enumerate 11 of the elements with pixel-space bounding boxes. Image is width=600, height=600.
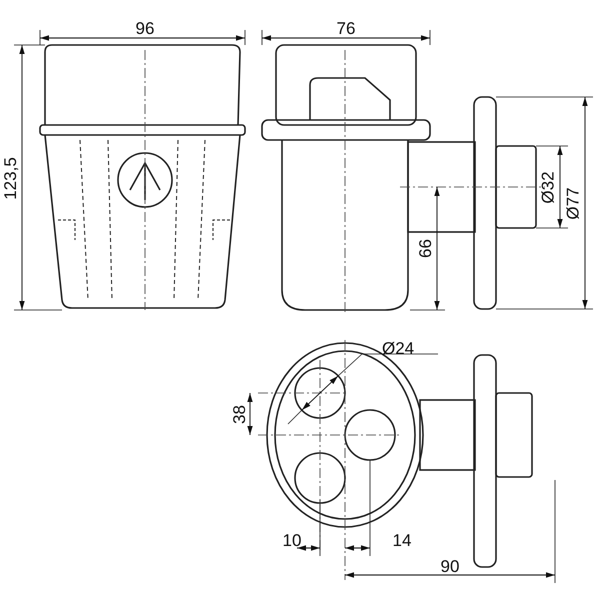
dimension-label: Ø77: [564, 186, 582, 220]
dimension-label: 14: [392, 532, 412, 548]
dimension-label: 66: [416, 238, 434, 258]
dimension-label: 123,5: [1, 156, 18, 200]
dimension-label: 38: [230, 404, 248, 424]
dimension-label: Ø24: [382, 340, 414, 356]
dimension-label: Ø32: [540, 170, 557, 204]
dimension-label: 76: [336, 20, 356, 36]
dimension-label: 96: [136, 20, 154, 36]
dimension-label: 10: [282, 532, 302, 548]
dimension-label: 90: [440, 558, 460, 574]
